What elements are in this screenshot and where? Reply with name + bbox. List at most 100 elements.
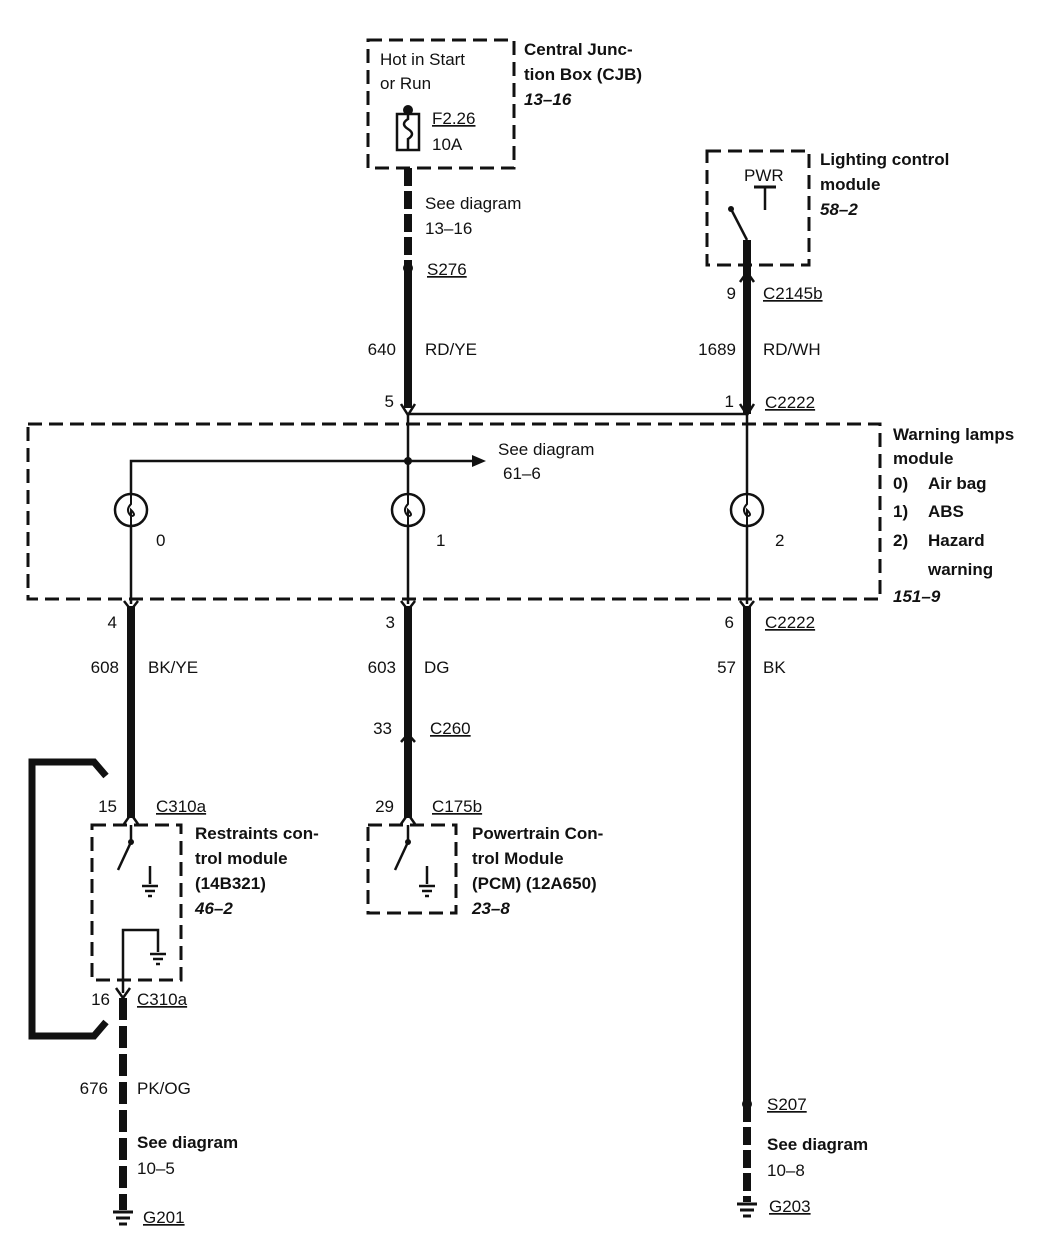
- lamp-2-number: 2: [775, 531, 784, 550]
- cjb-title-line2: tion Box (CJB): [524, 65, 642, 84]
- wire-676-see-diagram: See diagram: [137, 1133, 238, 1152]
- lighting-title-line2: module: [820, 175, 880, 194]
- pcm-title-line2: trol Module: [472, 849, 564, 868]
- wire-676-circuit: 676: [80, 1079, 108, 1098]
- wire-603-circuit: 603: [368, 658, 396, 677]
- wire-1689-pin-bottom: 1: [725, 392, 734, 411]
- wlm-see-ref: 61–6: [503, 464, 541, 483]
- wire-57-circuit: 57: [717, 658, 736, 677]
- wire-676: 676 PK/OG See diagram 10–5 G201: [80, 998, 238, 1227]
- wire-57-color: BK: [763, 658, 786, 677]
- splice-s207-label: S207: [767, 1095, 807, 1114]
- wlm-dashed-border: [26, 422, 882, 601]
- wire-603-pin: 3: [386, 613, 395, 632]
- wire-676-color: PK/OG: [137, 1079, 191, 1098]
- ground-g203-label: G203: [769, 1197, 811, 1216]
- lighting-dashed-border: [705, 149, 811, 267]
- connector-c310a-bracket: [28, 758, 109, 1040]
- wire-603: 3 603 DG 33 C260 29 C175b: [368, 600, 482, 825]
- pcm-title-line3: (PCM) (12A650): [472, 874, 597, 893]
- wire-1689-circuit: 1689: [698, 340, 736, 359]
- powertrain-control-module: Powertrain Con- trol Module (PCM) (12A65…: [366, 823, 603, 918]
- connector-c260-icon: [400, 732, 416, 743]
- wlm-legend-3-text: warning: [927, 560, 993, 579]
- lighting-pwr-label: PWR: [744, 166, 784, 185]
- restraints-control-module: Restraints con- trol module (14B321) 46–…: [28, 758, 319, 1040]
- rcm-switch-icon: [116, 841, 133, 871]
- ground-g203-icon: [737, 1202, 757, 1218]
- pcm-title-line1: Powertrain Con-: [472, 824, 603, 843]
- wire-57: 6 C2222 57 BK S207 See diagram 10–8 G203: [717, 600, 868, 1218]
- lamp-0-filament: [127, 494, 135, 526]
- wlm-ref: 151–9: [893, 587, 941, 606]
- wire-608-pin: 4: [108, 613, 117, 632]
- rcm-dashed-border: [90, 823, 183, 982]
- splice-s276-label: S276: [427, 260, 467, 279]
- wlm-legend-1-num: 1): [893, 502, 908, 521]
- wire-640-see-diagram: See diagram: [425, 194, 521, 213]
- rcm-title-line3: (14B321): [195, 874, 266, 893]
- connector-c2145b-icon: [738, 269, 756, 283]
- wire-608: 4 608 BK/YE 15 C310a: [91, 600, 207, 825]
- pcm-dashed-border: [366, 823, 458, 915]
- cjb-power-line2: or Run: [380, 74, 431, 93]
- ground-g201-icon: [113, 1210, 133, 1226]
- wlm-legend-0-num: 0): [893, 474, 908, 493]
- lamp-0-number: 0: [156, 531, 165, 550]
- lamp-1-number: 1: [436, 531, 445, 550]
- central-junction-box: Hot in Start or Run F2.26 10A Central Ju…: [366, 38, 642, 170]
- ground-g201-label: G201: [143, 1208, 185, 1227]
- connector-c175b-label: C175b: [432, 797, 482, 816]
- wire-57-pin: 6: [725, 613, 734, 632]
- rcm-switch-ground-icon: [142, 884, 158, 898]
- wlm-legend-2-num: 2): [893, 531, 908, 550]
- wlm-legend-2-text: Hazard: [928, 531, 985, 550]
- connector-c2145b-label: C2145b: [763, 284, 823, 303]
- wlm-legend-0-text: Air bag: [928, 474, 987, 493]
- wire-1689-color: RD/WH: [763, 340, 821, 359]
- lighting-control-module: PWR Lighting control module 58–2: [705, 149, 949, 267]
- wlm-branch-arrow-icon: [472, 455, 486, 467]
- wire-640-see-ref: 13–16: [425, 219, 472, 238]
- cjb-power-line1: Hot in Start: [380, 50, 465, 69]
- rcm-title-line2: trol module: [195, 849, 288, 868]
- connector-c260-label: C260: [430, 719, 471, 738]
- wlm-title-line1: Warning lamps: [893, 425, 1014, 444]
- rcm-internal-path: [121, 928, 160, 993]
- pcm-switch-icon: [393, 841, 410, 871]
- pcm-ground-icon: [419, 884, 435, 898]
- wire-57-see-ref: 10–8: [767, 1161, 805, 1180]
- wire-640-color: RD/YE: [425, 340, 477, 359]
- lighting-switch-icon: [729, 208, 749, 241]
- wlm-see-diagram: See diagram: [498, 440, 594, 459]
- pcm-ref: 23–8: [471, 899, 510, 918]
- rcm-pin-bottom: 16: [91, 990, 110, 1009]
- connector-c2222-bottom-label: C2222: [765, 613, 815, 632]
- rcm-internal-ground-icon: [150, 952, 166, 966]
- connector-c2222-top-label: C2222: [765, 393, 815, 412]
- wlm-legend-1-text: ABS: [928, 502, 964, 521]
- wire-603-color: DG: [424, 658, 450, 677]
- cjb-title-line1: Central Junc-: [524, 40, 633, 59]
- cjb-dashed-border: [366, 38, 516, 170]
- cjb-ref: 13–16: [524, 90, 572, 109]
- wlm-branch-line: [129, 459, 472, 494]
- wire-608-circuit: 608: [91, 658, 119, 677]
- wire-1689: 9 C2145b 1689 RD/WH 1 C2222: [698, 240, 823, 418]
- wire-603-pin-pcm: 29: [375, 797, 394, 816]
- splice-s276-dot: [403, 263, 413, 273]
- wlm-title-line2: module: [893, 449, 953, 468]
- wire-608-color: BK/YE: [148, 658, 198, 677]
- wire-608-pin-rcm: 15: [98, 797, 117, 816]
- wire-640-circuit: 640: [368, 340, 396, 359]
- lamp-2-filament: [743, 494, 751, 526]
- connector-c310a-bottom-label: C310a: [137, 990, 188, 1009]
- connector-c175b-icon: [399, 811, 417, 825]
- rcm-ref: 46–2: [194, 899, 233, 918]
- wire-676-see-ref: 10–5: [137, 1159, 175, 1178]
- wire-57-see-diagram: See diagram: [767, 1135, 868, 1154]
- warning-lamps-module: See diagram 61–6 0 1 2 Warning lamps mod…: [26, 414, 1014, 606]
- fuse-rating: 10A: [432, 135, 463, 154]
- connector-c310a-top-icon: [122, 811, 140, 825]
